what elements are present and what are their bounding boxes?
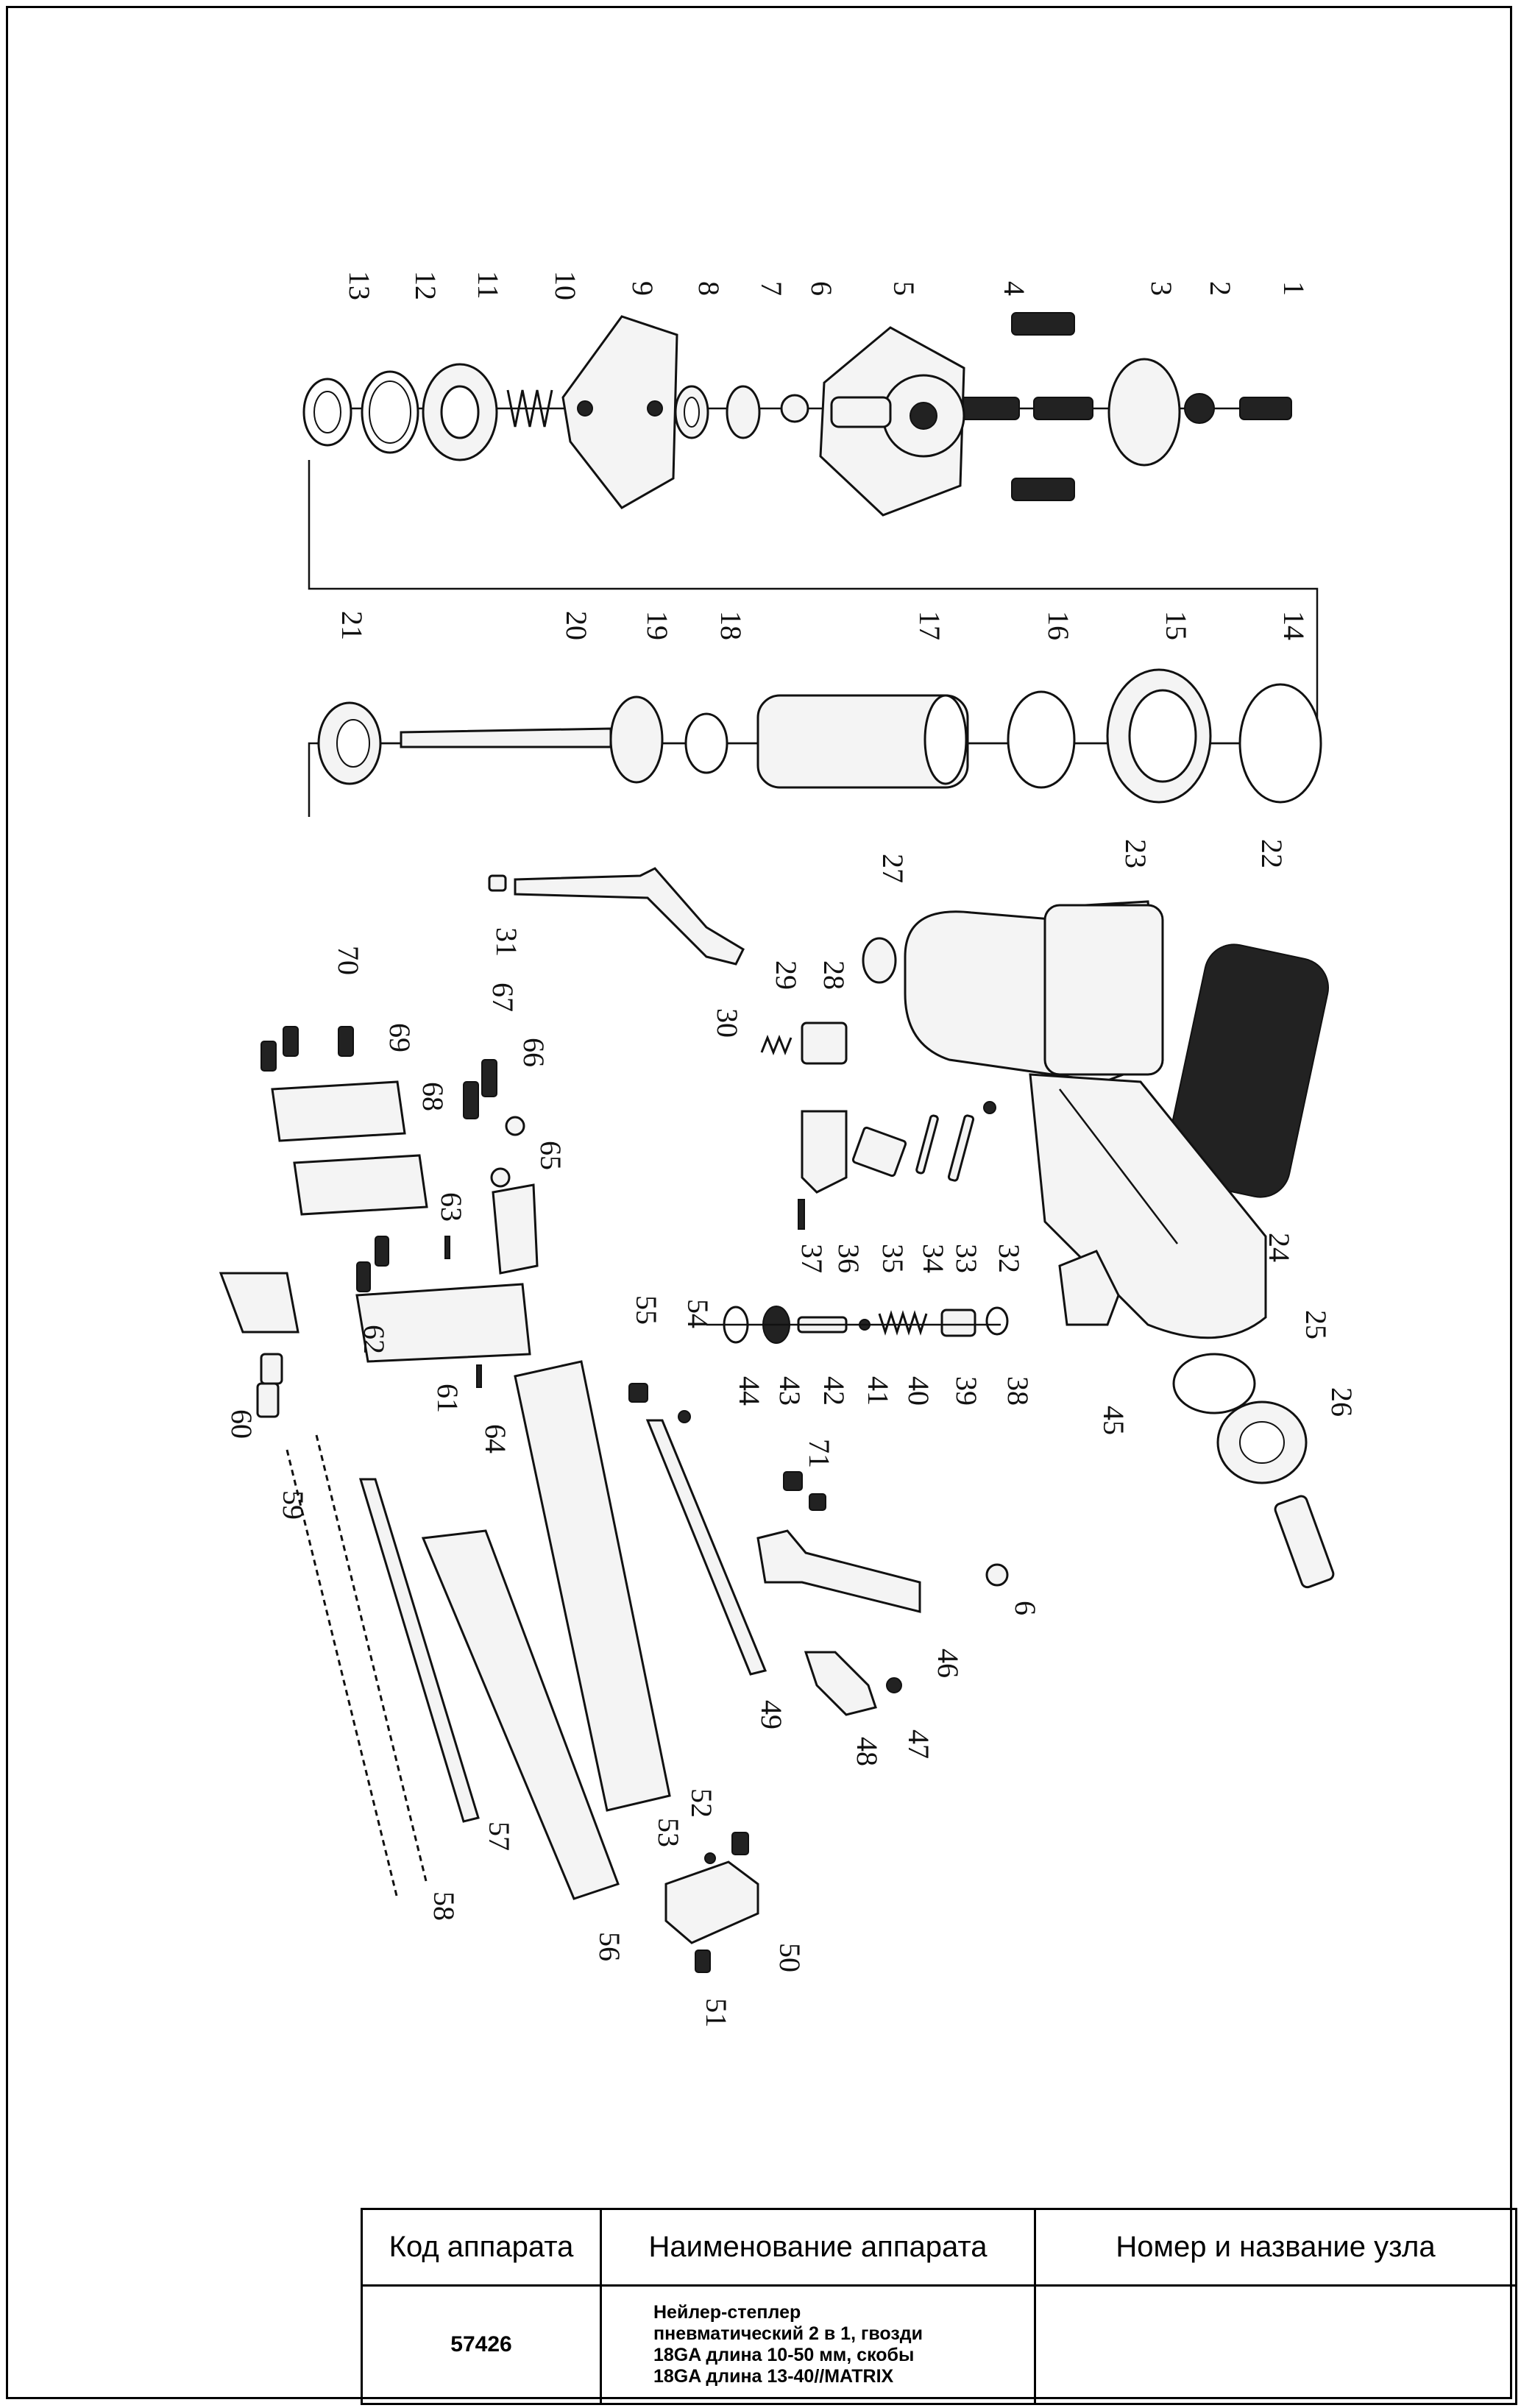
label-25: 25 [1300,1310,1333,1339]
label-46: 46 [932,1649,965,1678]
label-56: 56 [593,1932,626,1961]
label-51: 51 [700,1998,733,2028]
label-10: 10 [549,271,582,300]
label-44: 44 [733,1376,766,1406]
label-6-second: 6 [1009,1601,1042,1615]
label-37: 37 [795,1244,829,1273]
part-number-labels: 1 2 3 4 5 6 7 8 9 10 11 12 13 14 15 16 1… [225,271,1358,2028]
label-16: 16 [1042,611,1075,640]
label-5: 5 [887,281,921,296]
label-6: 6 [805,281,838,296]
label-50: 50 [773,1943,806,1972]
label-48: 48 [851,1737,884,1766]
header-assembly: Номер и название узла [1036,2210,1515,2287]
label-64: 64 [479,1424,512,1453]
label-61: 61 [431,1384,464,1413]
label-57: 57 [483,1821,516,1851]
label-23: 23 [1119,839,1152,868]
label-15: 15 [1160,611,1193,640]
label-32: 32 [993,1244,1026,1273]
label-18: 18 [715,611,748,640]
label-29: 29 [770,960,803,990]
label-58: 58 [428,1891,461,1921]
label-41: 41 [862,1376,895,1406]
label-31: 31 [490,927,523,957]
label-28: 28 [818,960,851,990]
assembly-value [1036,2287,1515,2403]
label-66: 66 [517,1038,550,1067]
label-62: 62 [358,1325,391,1354]
label-43: 43 [773,1376,806,1406]
label-59: 59 [277,1490,310,1520]
label-30: 30 [711,1008,744,1038]
label-13: 13 [343,271,376,300]
label-8: 8 [692,281,726,296]
body-parts [488,867,1335,1589]
label-7: 7 [755,281,788,296]
label-65: 65 [534,1141,567,1170]
label-38: 38 [1001,1376,1035,1406]
label-33: 33 [950,1244,983,1273]
top-row-parts [302,312,1319,817]
device-code-value: 57426 [363,2287,602,2403]
label-2: 2 [1204,281,1237,296]
label-4: 4 [998,281,1031,296]
header-device-name: Наименование аппарата [602,2210,1036,2287]
label-52: 52 [685,1788,718,1818]
label-11: 11 [472,271,505,300]
page-border [6,6,1512,2399]
label-69: 69 [383,1023,416,1052]
label-19: 19 [641,611,674,640]
label-67: 67 [486,982,520,1012]
label-47: 47 [902,1729,935,1759]
label-54: 54 [681,1299,715,1328]
title-block-table: Код аппарата Наименование аппарата Номер… [361,2208,1517,2405]
label-21: 21 [336,611,369,640]
label-49: 49 [755,1700,788,1729]
label-42: 42 [818,1376,851,1406]
label-53: 53 [652,1818,685,1847]
label-17: 17 [913,611,946,640]
label-63: 63 [435,1192,468,1222]
label-27: 27 [876,854,910,883]
label-68: 68 [416,1082,450,1111]
label-22: 22 [1255,839,1288,868]
label-24: 24 [1263,1233,1296,1262]
label-3: 3 [1145,281,1178,296]
label-12: 12 [409,271,442,300]
device-name-value: Нейлер-степлер пневматический 2 в 1, гво… [602,2287,1036,2403]
label-26: 26 [1325,1387,1358,1417]
label-9: 9 [626,281,659,296]
second-row-parts [316,668,1322,804]
label-55: 55 [630,1295,663,1325]
label-39: 39 [950,1376,983,1406]
label-34: 34 [917,1244,950,1273]
label-60: 60 [225,1409,258,1439]
label-45: 45 [1097,1406,1130,1435]
label-35: 35 [876,1244,910,1273]
label-14: 14 [1277,611,1311,640]
label-1: 1 [1277,281,1311,296]
label-20: 20 [560,611,593,640]
label-36: 36 [832,1244,865,1273]
header-device-code: Код аппарата [363,2210,602,2287]
label-71: 71 [803,1439,836,1468]
label-70: 70 [332,946,365,975]
magazine-parts [219,1026,1009,1973]
label-40: 40 [902,1376,935,1406]
